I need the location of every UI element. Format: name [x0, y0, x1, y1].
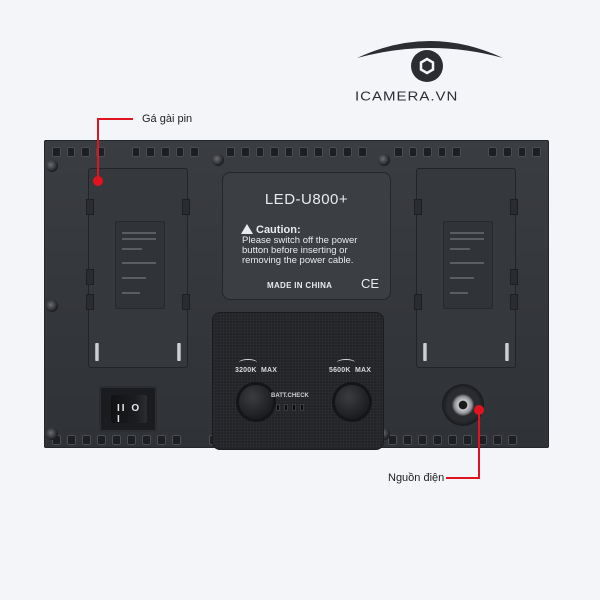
made-in-label: MADE IN CHINA	[267, 281, 333, 290]
product-label-plate: LED-U800+ Caution: Please switch off the…	[222, 172, 391, 300]
battery-contact	[505, 343, 509, 361]
screw-icon	[46, 428, 58, 440]
color-temp-5600k-knob[interactable]	[335, 385, 369, 419]
power-switch[interactable]: II O I	[99, 386, 157, 432]
logo-text: ICAMERA.VN	[355, 89, 459, 104]
power-input-callout-horizontal	[446, 477, 480, 479]
battery-check-label: BATT.CHECK	[271, 393, 309, 399]
screw-icon	[212, 154, 224, 166]
brand-logo: ICAMERA.VN	[345, 36, 515, 106]
battery-mount-callout-vertical	[97, 118, 99, 178]
aperture-icon	[411, 50, 443, 82]
color-temp-3200k-knob[interactable]	[239, 385, 273, 419]
battery-mount-callout-horizontal	[97, 118, 133, 120]
power-switch-mark: II O I	[117, 403, 142, 425]
power-input-callout-vertical	[478, 412, 480, 478]
right-knob-label: 5600K	[329, 367, 351, 374]
top-vents	[52, 146, 541, 158]
model-name: LED-U800+	[264, 191, 349, 208]
screw-icon	[46, 160, 58, 172]
battery-mount-left[interactable]	[86, 168, 190, 368]
battery-spec-label	[443, 221, 493, 309]
battery-contact	[423, 343, 427, 361]
battery-mount-right[interactable]	[414, 168, 518, 368]
battery-spec-label	[115, 221, 165, 309]
caution-heading: Caution:	[241, 223, 301, 236]
power-rocker[interactable]: II O I	[111, 395, 147, 425]
rotate-arrow-icon	[337, 359, 355, 366]
power-input-marker-icon	[474, 405, 484, 415]
control-panel: 3200K MAX 5600K MAX BATT.CHECK	[212, 312, 384, 450]
warning-icon	[241, 224, 253, 234]
battery-indicator	[277, 405, 303, 410]
screw-icon	[46, 300, 58, 312]
dc-jack-pin-icon	[452, 394, 474, 416]
caution-text: Please switch off the power button befor…	[242, 235, 358, 266]
battery-mount-annotation: Gá gài pin	[142, 113, 193, 125]
battery-contact	[95, 343, 99, 361]
light-back-panel: LED-U800+ Caution: Please switch off the…	[44, 140, 549, 450]
logo-arc-icon	[357, 41, 503, 58]
left-knob-label: 3200K	[235, 367, 257, 374]
rotate-arrow-icon	[239, 359, 257, 366]
battery-mount-marker-icon	[93, 176, 103, 186]
ce-mark-icon: CE	[361, 276, 380, 291]
screw-icon	[378, 154, 390, 166]
power-input-annotation: Nguồn điện	[388, 472, 445, 484]
battery-contact	[177, 343, 181, 361]
